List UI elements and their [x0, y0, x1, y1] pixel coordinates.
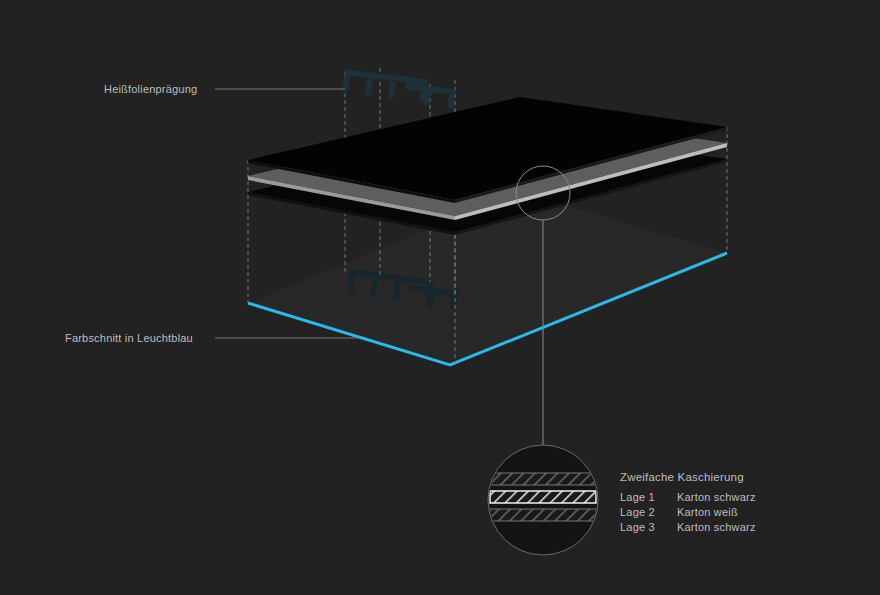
label-text: Farbschnitt in Leuchtblau	[65, 332, 193, 345]
layer-material: Karton weiß	[677, 506, 738, 519]
leader-lines	[215, 89, 358, 338]
layer-material: Karton schwarz	[677, 491, 756, 504]
logo-bottom	[350, 272, 455, 310]
layer-1	[248, 97, 727, 203]
label-text: Heißfolienprägung	[104, 83, 197, 96]
layer-material: Karton schwarz	[677, 521, 756, 534]
layer-number: Lage 3	[620, 521, 655, 534]
layer-number: Lage 1	[620, 491, 655, 504]
zoom-callout	[488, 166, 598, 555]
guide-lines	[248, 68, 727, 365]
logo-top	[345, 72, 452, 108]
legend-heading: Zweifache Kaschierung	[620, 471, 744, 484]
layer-number: Lage 2	[620, 506, 655, 519]
